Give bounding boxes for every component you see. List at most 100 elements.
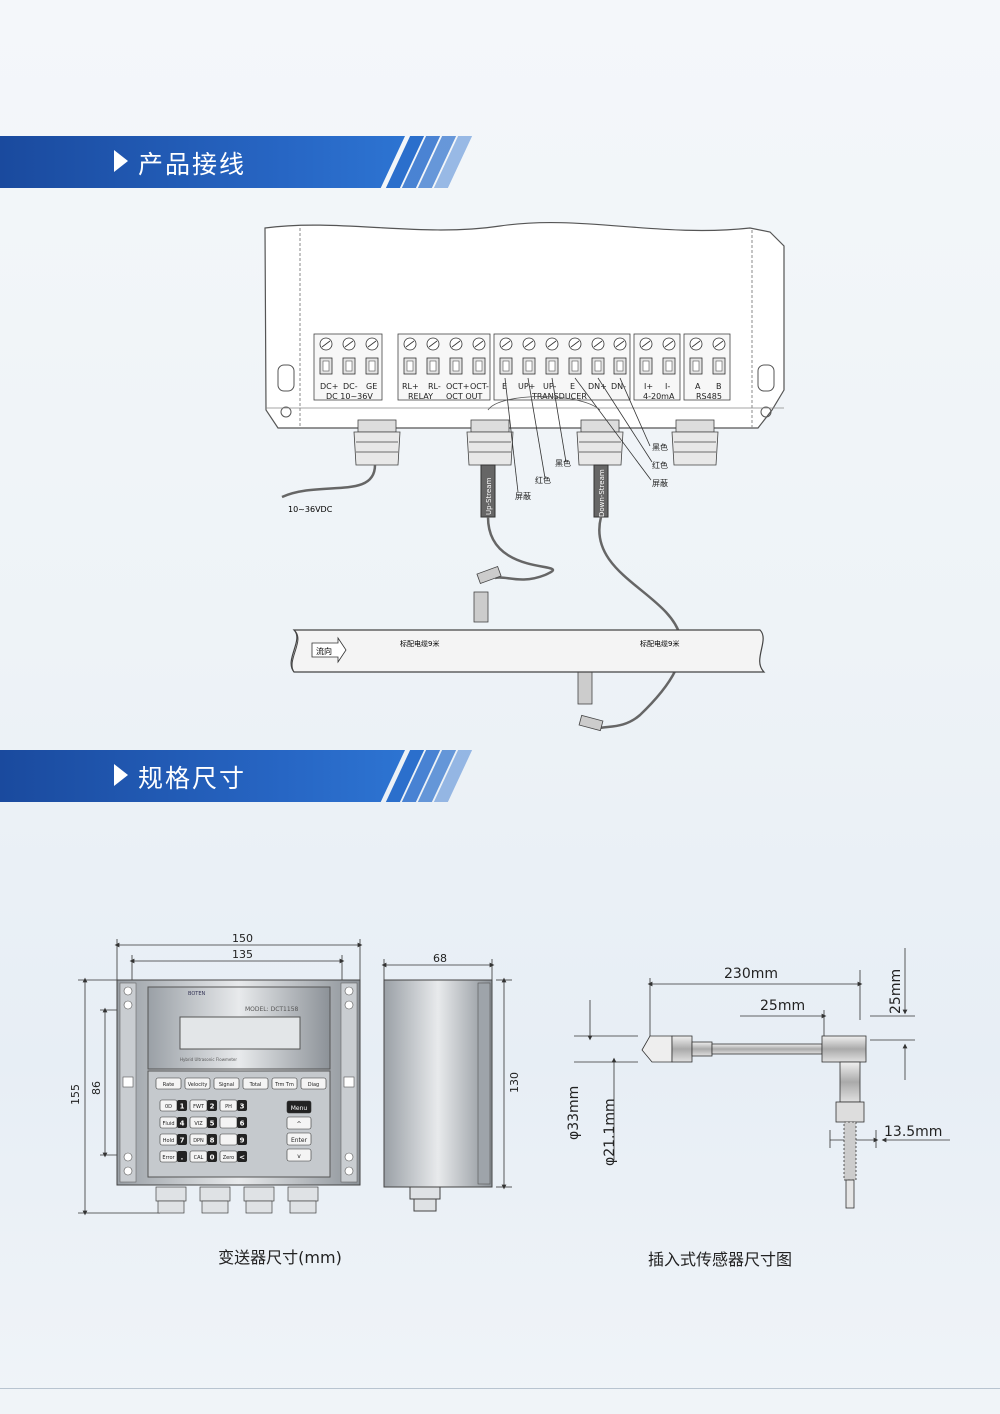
play-arrow-icon <box>114 764 128 786</box>
key-label: Trm Tm <box>274 1082 294 1088</box>
svg-text:GE: GE <box>366 382 377 391</box>
key-function[interactable] <box>219 1133 238 1146</box>
dim-25-vertical: 25mm <box>888 969 904 1014</box>
play-arrow-icon <box>114 150 128 172</box>
wire-label-red-2: 红色 <box>652 460 668 470</box>
key-label: Rate <box>163 1082 174 1088</box>
section-header-wiring: 产品接线 <box>0 136 1000 188</box>
key-rate[interactable] <box>155 1077 182 1090</box>
dim-width-outer: 150 <box>232 932 253 945</box>
key-label: FWT <box>193 1104 205 1110</box>
key-function[interactable] <box>219 1116 238 1129</box>
key-label: Hold <box>163 1138 174 1144</box>
key-label: CAL <box>194 1155 204 1161</box>
key-digit-label: 1 <box>180 1103 185 1111</box>
key-digit[interactable] <box>207 1134 217 1145</box>
key-diag[interactable] <box>300 1077 327 1090</box>
upstream-label: Up-Stream <box>485 477 493 515</box>
dim-length: 230mm <box>724 966 778 982</box>
svg-text:RS485: RS485 <box>696 392 722 401</box>
model-label: MODEL: DCT1158 <box>245 1006 299 1013</box>
cable-label-2: 标配电缆9米 <box>640 639 679 648</box>
key-label: VIZ <box>194 1121 203 1127</box>
key-digit-label: 6 <box>240 1120 245 1128</box>
side-key[interactable] <box>286 1148 312 1162</box>
key-digit[interactable] <box>207 1100 217 1111</box>
transmitter-caption: 变送器尺寸(mm) <box>218 1248 342 1267</box>
terminal-labels: DC+ DC- GE RL+ RL- OCT+ OCT- E UP+ UP- E… <box>320 382 722 401</box>
side-key-label: Menu <box>291 1105 308 1112</box>
key-digit-label: 9 <box>240 1137 245 1145</box>
svg-text:DC-: DC- <box>343 382 358 391</box>
key-digit-label: 4 <box>180 1120 185 1128</box>
key-signal[interactable] <box>213 1077 240 1090</box>
key-digit-label: 7 <box>180 1137 185 1145</box>
key-digit[interactable] <box>237 1100 247 1111</box>
key-digit-label: . <box>181 1154 184 1162</box>
key-digit-label: 8 <box>210 1137 215 1145</box>
side-key-label: v <box>297 1153 301 1160</box>
key-label: Diag <box>308 1082 319 1088</box>
svg-text:OCT+: OCT+ <box>446 382 469 391</box>
dim-depth: 68 <box>433 952 447 965</box>
svg-text:DC 10~36V: DC 10~36V <box>326 392 373 401</box>
key-digit-label: 3 <box>240 1103 245 1111</box>
dim-height-outer: 155 <box>69 1084 82 1105</box>
key-label: Fluid <box>163 1121 175 1127</box>
wiring-diagram: DC+ DC- GE RL+ RL- OCT+ OCT- E UP+ UP- E… <box>264 221 785 732</box>
key-trm-tm[interactable] <box>271 1077 298 1090</box>
section-title: 规格尺寸 <box>138 764 247 793</box>
side-key[interactable] <box>286 1100 312 1114</box>
section-title: 产品接线 <box>138 150 247 179</box>
cable-label-1: 标配电缆9米 <box>400 639 439 648</box>
panel-text: Hybrid Ultrasonic Flowmeter <box>180 1057 237 1062</box>
key-digit[interactable] <box>177 1100 187 1111</box>
brand-label: BOTEN <box>188 991 205 997</box>
wire-label-black-2: 黑色 <box>652 442 668 452</box>
svg-text:4-20mA: 4-20mA <box>643 392 675 401</box>
key-digit[interactable] <box>177 1151 187 1162</box>
svg-text:UP+: UP+ <box>518 382 535 391</box>
svg-text:E: E <box>570 382 575 391</box>
downstream-label: Down-Stream <box>598 469 606 517</box>
svg-text:DN+: DN+ <box>588 382 607 391</box>
wire-label-shield-1: 屏蔽 <box>515 491 531 501</box>
key-label: Zero <box>223 1155 235 1161</box>
key-digit-label: 2 <box>210 1103 215 1111</box>
key-label: Signal <box>219 1082 234 1088</box>
key-total[interactable] <box>242 1077 269 1090</box>
transmitter-dimension-drawing: 150 135 155 86 68 130 BOTEN MODEL: DCT11… <box>69 932 520 1216</box>
key-digit[interactable] <box>237 1151 247 1162</box>
key-digit[interactable] <box>237 1117 247 1128</box>
side-key-label: ^ <box>296 1121 301 1128</box>
key-digit-label: < <box>239 1154 245 1162</box>
key-digit[interactable] <box>207 1151 217 1162</box>
dim-width-inner: 135 <box>232 948 253 961</box>
svg-text:OCT OUT: OCT OUT <box>446 392 482 401</box>
svg-text:TRANSDUCER: TRANSDUCER <box>531 392 587 401</box>
key-velocity[interactable] <box>184 1077 211 1090</box>
svg-text:DC+: DC+ <box>320 382 338 391</box>
svg-text:RL-: RL- <box>428 382 441 391</box>
svg-text:RELAY: RELAY <box>408 392 433 401</box>
key-label: PH <box>225 1104 232 1110</box>
svg-text:OCT-: OCT- <box>470 382 489 391</box>
key-label: DPN <box>193 1138 204 1144</box>
side-key[interactable] <box>286 1132 312 1146</box>
key-digit[interactable] <box>207 1117 217 1128</box>
svg-text:RL+: RL+ <box>402 382 419 391</box>
wire-label-red-1: 红色 <box>535 475 551 485</box>
svg-text:E: E <box>502 382 507 391</box>
section-header-dimensions: 规格尺寸 <box>0 750 1000 802</box>
key-label: Total <box>249 1082 262 1088</box>
sensor-caption: 插入式传感器尺寸图 <box>647 1250 792 1269</box>
side-key[interactable] <box>286 1116 312 1130</box>
key-digit[interactable] <box>177 1134 187 1145</box>
dim-33: φ33mm <box>566 1086 582 1140</box>
key-label: Velocity <box>188 1082 208 1088</box>
svg-text:I-: I- <box>665 382 670 391</box>
key-digit[interactable] <box>237 1134 247 1145</box>
key-digit[interactable] <box>177 1117 187 1128</box>
power-label: 10~36VDC <box>288 505 333 514</box>
svg-text:DN-: DN- <box>611 382 626 391</box>
